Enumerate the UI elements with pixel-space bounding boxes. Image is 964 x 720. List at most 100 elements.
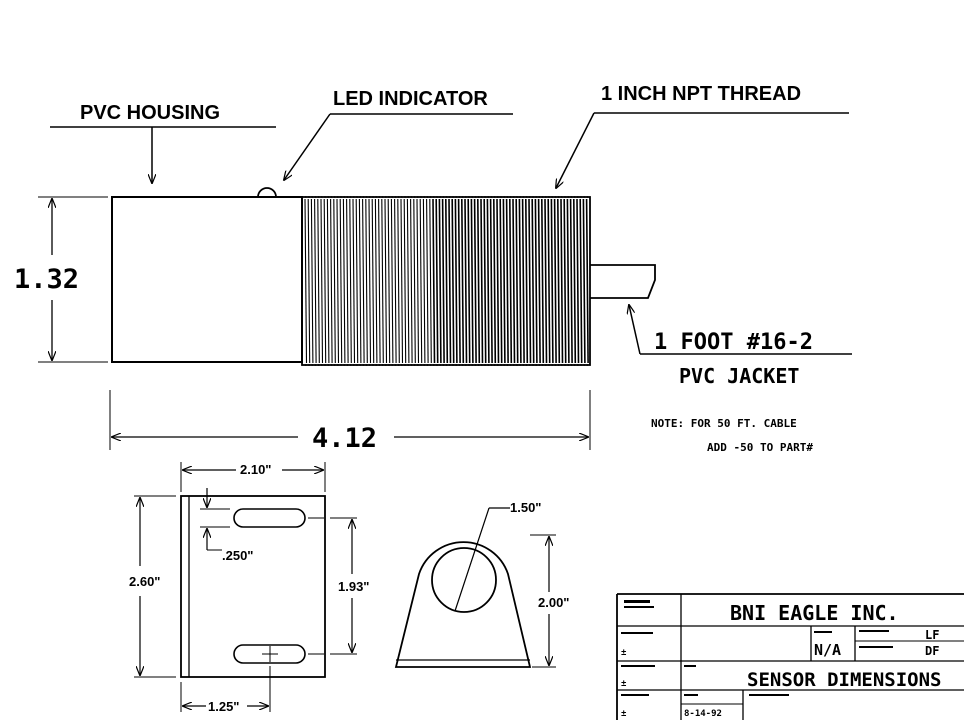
thread-crest <box>400 364 403 366</box>
thread-crest <box>381 196 384 198</box>
cable-outline <box>590 264 656 299</box>
sensor-side-view <box>111 187 656 366</box>
thread-crest <box>327 364 330 366</box>
thread-crest <box>480 364 483 366</box>
thread-crest <box>544 196 547 198</box>
thread-line <box>390 198 394 364</box>
thread-crest <box>506 196 509 198</box>
thread-crest <box>388 364 390 366</box>
thread-line <box>406 198 410 364</box>
thread-line <box>314 198 317 364</box>
thread-line <box>304 198 308 364</box>
thread-crest <box>391 364 394 366</box>
thread-crest <box>375 196 378 198</box>
thread-crest <box>468 196 470 198</box>
thread-line <box>317 198 320 364</box>
thread-line <box>422 198 426 364</box>
thread-crest <box>394 196 397 198</box>
thread-crest <box>551 196 554 198</box>
thread-crest <box>378 364 381 366</box>
thread-crest <box>375 364 378 366</box>
thread-line <box>454 198 458 364</box>
thread-line <box>346 198 349 364</box>
thread-line <box>499 198 503 364</box>
thread-line <box>352 198 356 364</box>
thread-line <box>326 198 330 364</box>
thread-crest <box>314 196 317 198</box>
thread-crest <box>541 196 544 198</box>
thread-crest <box>458 364 461 366</box>
led-indicator-dome <box>257 187 277 198</box>
thread-line <box>579 198 583 364</box>
thread-line <box>410 198 413 364</box>
thread-line <box>489 198 493 364</box>
thread-crest <box>426 364 429 366</box>
thread-line <box>384 198 388 364</box>
thread-crest <box>496 196 499 198</box>
thread-crest <box>404 196 406 198</box>
thread-crest <box>388 196 390 198</box>
thread-line <box>585 198 589 364</box>
tb-header-mark-10 <box>859 630 889 632</box>
tb-header-mark-11 <box>859 646 893 648</box>
thread-line <box>563 198 567 364</box>
thread-line <box>557 198 561 364</box>
thread-crest <box>420 196 422 198</box>
note-line-2: ADD -50 TO PART# <box>707 441 813 454</box>
thread-line <box>432 198 436 364</box>
thread-crest <box>580 364 582 366</box>
thread-crest <box>564 364 566 366</box>
thread-line <box>521 198 525 364</box>
thread-line <box>496 198 500 364</box>
thread-line <box>569 198 573 364</box>
tolerance-mark-1: ± <box>621 648 627 658</box>
thread-crest <box>570 364 573 366</box>
thread-crest <box>378 196 381 198</box>
thread-crest <box>324 364 326 366</box>
thread-line <box>464 198 468 364</box>
thread-line <box>330 198 333 364</box>
thread-crest <box>365 196 368 198</box>
thread-crest <box>359 196 362 198</box>
thread-crest <box>567 364 570 366</box>
thread-crest <box>372 364 374 366</box>
slot-spacing-value: 1.93" <box>338 579 369 594</box>
thread-crest <box>576 364 579 366</box>
thread-crest <box>432 364 435 366</box>
thread-line <box>470 198 474 364</box>
thread-line <box>448 198 452 364</box>
thread-crest <box>528 364 531 366</box>
thread-crest <box>442 196 445 198</box>
thread-crest <box>384 364 387 366</box>
thread-crest <box>439 196 442 198</box>
thread-crest <box>487 196 490 198</box>
thread-line <box>400 198 404 364</box>
thread-crest <box>314 364 317 366</box>
cable-label-line1: 1 FOOT #16-2 <box>654 330 813 355</box>
thread-crest <box>317 196 320 198</box>
thread-lines <box>304 196 589 366</box>
thread-crest <box>516 196 518 198</box>
thread-crest <box>429 364 432 366</box>
thread-line <box>576 198 580 364</box>
thread-line <box>467 198 471 364</box>
thread-crest <box>330 196 333 198</box>
thread-line <box>528 198 532 364</box>
thread-crest <box>576 196 579 198</box>
thread-crest <box>484 364 486 366</box>
thread-crest <box>368 196 371 198</box>
thread-line <box>451 198 455 364</box>
thread-crest <box>394 364 397 366</box>
tb-header-mark-6 <box>621 694 649 696</box>
tb-header-mark-4 <box>621 665 655 667</box>
thread-crest <box>320 364 323 366</box>
thread-line <box>512 198 516 364</box>
thread-crest <box>503 364 506 366</box>
height-dimension-value: 1.32 <box>14 264 79 295</box>
thread-crest <box>349 196 352 198</box>
bottom-offset-value: 1.25" <box>208 699 239 714</box>
thread-crest <box>477 196 480 198</box>
thread-crest <box>554 364 557 366</box>
thread-crest <box>429 196 432 198</box>
